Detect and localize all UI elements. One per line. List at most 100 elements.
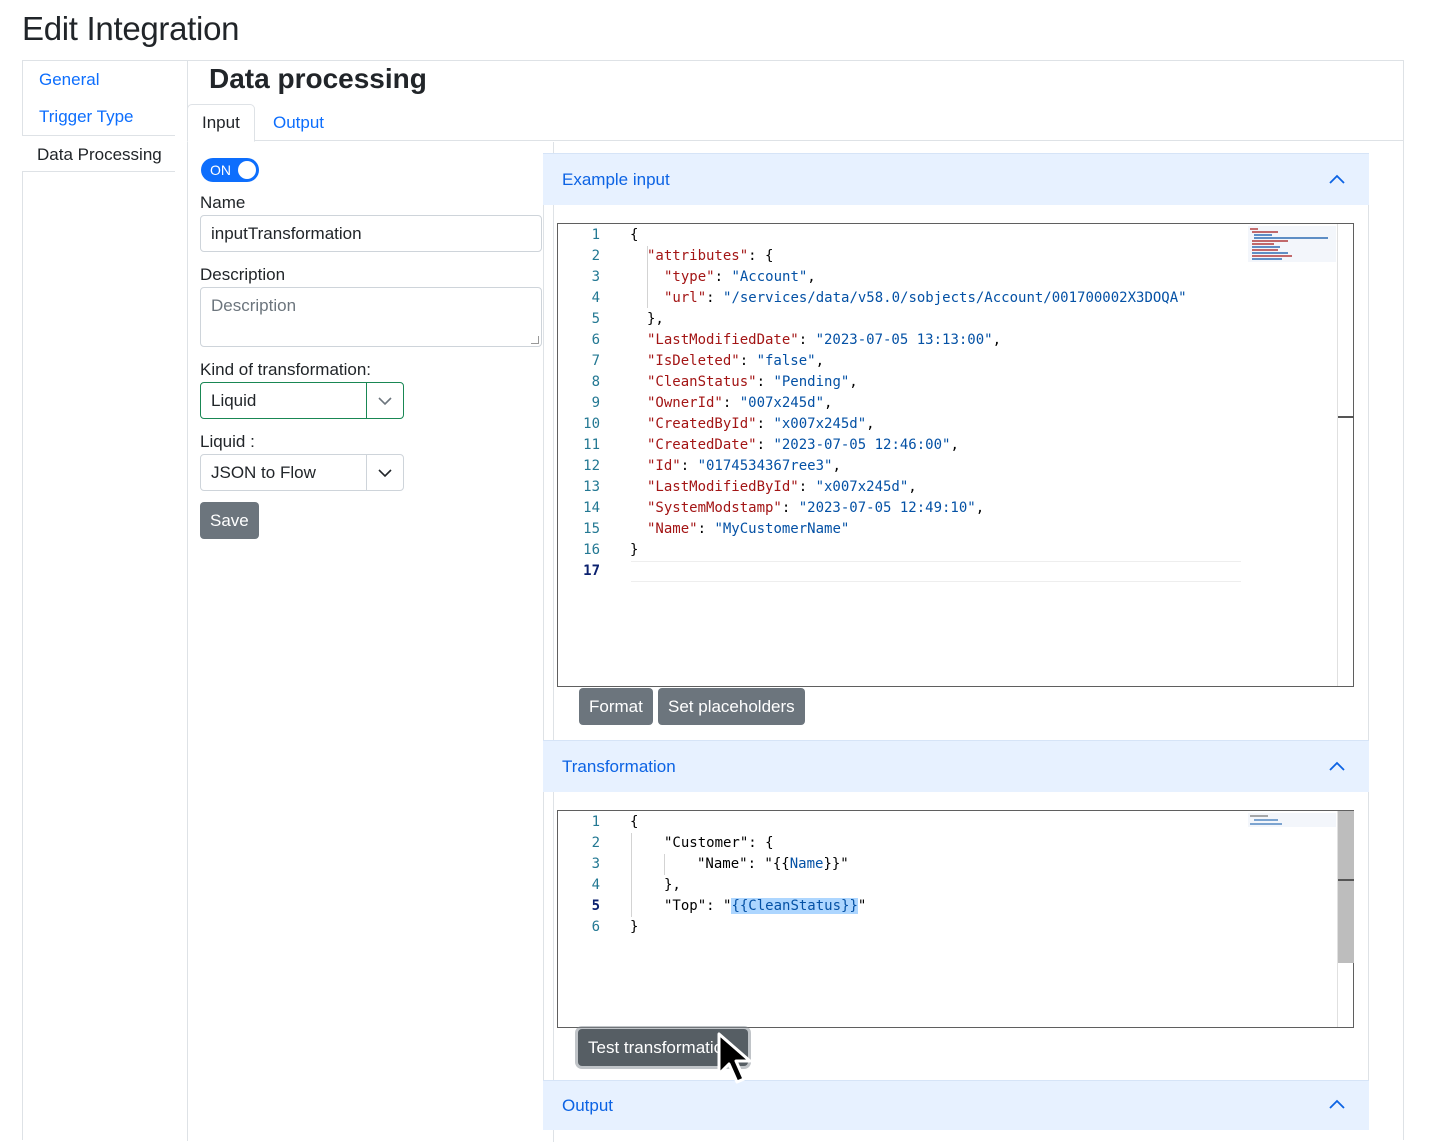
json-key: "LastModifiedById" [647,479,799,495]
code-token: : [739,353,757,369]
line-number: 1 [591,814,600,830]
resize-grip-icon[interactable] [531,336,539,344]
example-input-body [543,205,1369,740]
description-input[interactable]: Description [200,287,542,347]
code-line: "Customer": { [664,835,774,851]
code-token: : [680,458,698,474]
line-number: 4 [591,877,600,893]
save-button[interactable]: Save [200,502,259,539]
nav-item-general[interactable]: General [39,70,100,89]
nav-item-trigger-type[interactable]: Trigger Type [39,107,134,126]
line-number: 11 [583,437,600,453]
code-token: , [824,395,833,411]
code-token: , [815,353,825,369]
code-token: { [630,227,639,243]
toggle-label: ON [210,162,231,178]
code-token: , [908,479,917,495]
description-label: Description [200,265,286,284]
liquid-select[interactable]: JSON to Flow [200,454,404,491]
name-label: Name [200,193,246,212]
json-value: "false" [756,353,816,369]
code-line: "CreatedById": "x007x245d", [647,414,875,435]
line-number: 12 [583,458,600,474]
line-number-current: 17 [583,563,600,579]
code-token: : [722,395,740,411]
description-placeholder: Description [211,296,297,315]
line-number: 15 [583,521,600,537]
set-placeholders-button[interactable]: Set placeholders [658,688,805,725]
code-line: { [630,814,639,830]
section-title: Data processing [209,63,427,94]
code-line: "CreatedDate": "2023-07-05 12:46:00", [647,435,959,456]
json-value: "x007x245d" [773,416,867,432]
indent-guide [631,833,632,917]
name-input[interactable]: inputTransformation [200,215,542,252]
transformation-header[interactable]: Transformation [543,740,1369,792]
content-divider [187,61,188,1141]
code-token: : [798,479,816,495]
minimap[interactable] [1248,226,1336,262]
format-button[interactable]: Format [579,688,653,725]
template-variable: Name [789,856,824,872]
json-value: "2023-07-05 13:13:00" [815,332,993,348]
line-number: 4 [591,290,600,306]
kind-select-value: Liquid [211,391,257,410]
code-line: "url": "/services/data/v58.0/sobjects/Ac… [664,288,1187,309]
chevron-up-icon[interactable] [1327,757,1347,777]
line-number: 1 [591,227,600,243]
code-token: : [756,437,774,453]
selected-template-variable[interactable]: {{CleanStatus}} [731,898,858,914]
tab-output[interactable]: Output [273,113,325,132]
column-divider [553,142,554,1142]
code-token: , [849,374,858,390]
kind-select[interactable]: Liquid [200,382,404,419]
json-key: "url" [664,290,707,306]
json-key: "CreatedById" [647,416,757,432]
code-token: : [756,416,774,432]
json-value: "MyCustomerName" [714,521,850,537]
example-input-header[interactable]: Example input [543,153,1369,205]
minimap[interactable] [1248,813,1336,827]
output-header[interactable]: Output [543,1080,1369,1130]
select-separator [366,455,367,490]
chevron-down-icon[interactable] [377,393,393,409]
code-line: { [630,225,638,246]
nav-item-data-processing[interactable]: Data Processing [22,135,175,172]
line-number: 6 [591,332,600,348]
line-number: 16 [583,542,600,558]
json-value: "Account" [731,269,808,285]
tab-bar: Input Output [187,104,1404,142]
code-token: : [714,269,732,285]
code-line: "Top": "{{CleanStatus}}" [664,896,866,917]
code-line: "LastModifiedById": "x007x245d", [647,477,917,498]
json-value: "/services/data/v58.0/sobjects/Account/0… [723,290,1187,306]
transformation-editor[interactable]: 1 2 3 4 5 6 { "Customer": { "Name": "{{N… [557,810,1354,1028]
json-key: "CleanStatus" [647,374,757,390]
chevron-up-icon[interactable] [1327,1095,1347,1115]
code-token: : [781,500,799,516]
example-input-editor[interactable]: 1 2 3 4 5 6 7 8 9 10 11 12 13 14 15 16 1… [557,223,1354,687]
json-key: "SystemModstamp" [647,500,782,516]
code-token: "Name": "{{ [697,856,790,872]
line-number: 3 [591,856,600,872]
scrollbar-marker [1338,416,1354,418]
editor-scrollbar[interactable] [1337,811,1354,1027]
tab-input[interactable]: Input [187,104,255,142]
enable-toggle[interactable]: ON [201,158,259,182]
chevron-down-icon[interactable] [377,465,393,481]
toggle-knob [238,161,256,179]
line-number: 13 [583,479,600,495]
chevron-up-icon[interactable] [1327,170,1347,190]
code-line: } [630,540,638,561]
scrollbar-thumb[interactable] [1338,811,1354,963]
scrollbar-marker [1338,879,1354,881]
editor-scrollbar[interactable] [1337,224,1354,686]
json-key: "IsDeleted" [647,353,740,369]
code-token: : [697,521,715,537]
transformation-body [543,792,1369,1080]
code-line: "OwnerId": "007x245d", [647,393,832,414]
line-number: 5 [591,311,600,327]
example-input-title: Example input [562,170,670,189]
output-title: Output [562,1096,614,1115]
code-token: : [756,374,774,390]
